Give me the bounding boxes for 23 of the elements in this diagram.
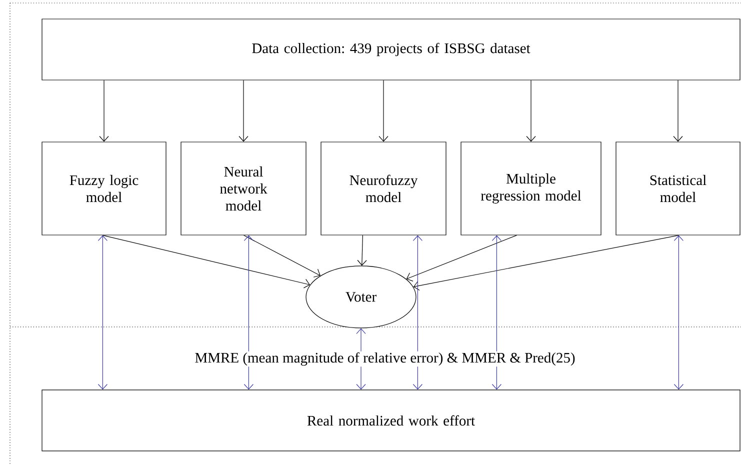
- arrow: [413, 234, 679, 290]
- process-box: Real normalized work effort: [42, 390, 740, 452]
- arrow: [243, 234, 320, 278]
- arrow: [357, 234, 367, 266]
- arrow: [412, 235, 422, 390]
- arrow: [673, 80, 683, 142]
- metrics-label: MMRE (mean magnitude of relative error) & MMER & Pred(25): [194, 351, 576, 367]
- process-box: Multiple regression model: [460, 142, 602, 236]
- arrow: [526, 80, 536, 142]
- arrow: [244, 235, 254, 390]
- process-box: Data collection: 439 projects of ISBSG dataset: [42, 18, 740, 80]
- arrow: [98, 235, 108, 390]
- arrow: [378, 80, 388, 142]
- arrow: [492, 235, 502, 390]
- arrow: [674, 235, 684, 390]
- arrow: [406, 234, 517, 282]
- arrow: [102, 234, 310, 288]
- process-box: Neurofuzzy model: [320, 142, 446, 236]
- arrow: [238, 80, 248, 142]
- process-box: Fuzzy logic model: [42, 142, 166, 236]
- arrow: [99, 80, 109, 142]
- process-box: Statistical model: [616, 142, 740, 236]
- process-box: Neural network model: [180, 142, 306, 236]
